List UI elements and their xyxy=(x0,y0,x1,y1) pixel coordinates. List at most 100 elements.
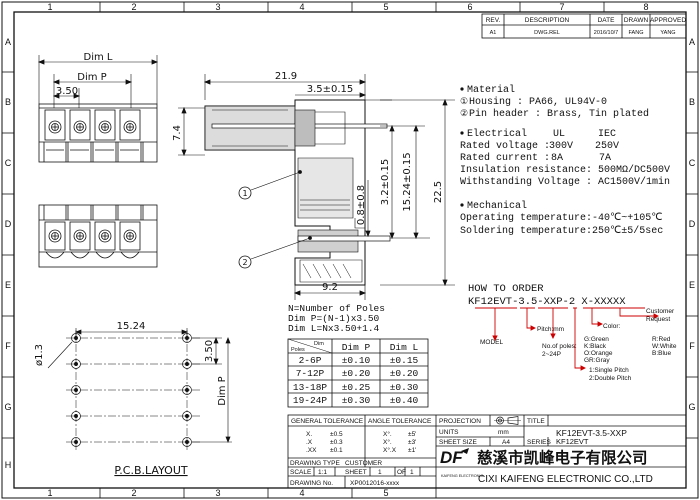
customer-label: Customer xyxy=(646,308,675,315)
general-tolerance-label: GENERAL TOLERANCE xyxy=(291,418,364,425)
pcb-width: 15.24 xyxy=(117,321,146,332)
column-labels-top: 1 2 3 4 5 6 7 8 xyxy=(47,2,648,12)
operating-temp: Operating temperature:-40℃~+105℃ xyxy=(460,212,663,224)
model-label: MODEL xyxy=(480,339,504,346)
logo-subtitle: KAIFENG ELECTRONIC xyxy=(441,474,483,478)
rev-header: DESCRIPTION xyxy=(525,17,570,24)
row-label: C xyxy=(5,158,12,168)
col-label: 6 xyxy=(467,2,472,12)
tol-key: X. xyxy=(306,431,312,438)
angle-key: X°.X xyxy=(383,446,397,454)
of-value: 1 xyxy=(410,469,414,476)
front-view-labels: Dim L Dim P 3.50 xyxy=(56,52,113,97)
drawing-no-label: DRAWING No. xyxy=(290,480,333,487)
pitch-label: 3.50 xyxy=(56,86,78,97)
pcb-hole-icon xyxy=(71,333,81,343)
projection-symbol-icon xyxy=(494,416,521,425)
customer-label: CUSTOMER xyxy=(345,460,382,467)
title-label: TITLE xyxy=(527,418,545,425)
col-label: 2 xyxy=(131,488,136,498)
rev-header: APPROVED xyxy=(650,17,686,24)
company-logo: DF KAIFENG ELECTRONIC xyxy=(440,448,483,478)
table-cell: 19-24P xyxy=(293,395,328,406)
units-label: UNITS xyxy=(439,429,459,436)
formula-line: Dim P=(N-1)x3.50 xyxy=(288,313,380,324)
color-option: B:Blue xyxy=(652,350,672,357)
row-label: E xyxy=(689,280,695,290)
pcb-hole-dia: ø1.3 xyxy=(34,344,45,366)
row-label: A xyxy=(5,37,11,47)
rev-header: REV. xyxy=(486,17,501,24)
angle-key: X°. xyxy=(383,438,392,446)
color-title: Color: xyxy=(603,323,621,330)
sheet-label: SHEET xyxy=(345,469,367,476)
poles-range: 2~24P xyxy=(542,351,561,358)
angle-value: ±3' xyxy=(408,439,416,446)
housing-spec: Housing : PA66, UL94V-0 xyxy=(469,96,607,108)
table-corner-top: Dim xyxy=(314,341,324,347)
pcb-hole-icon xyxy=(182,411,192,421)
pcb-hole-icon xyxy=(182,333,192,343)
col-label: 3 xyxy=(215,488,220,498)
table-header: Dim P xyxy=(342,342,371,353)
table-cell: ±0.30 xyxy=(390,382,419,393)
pitch-unit-label: Pitch:mm xyxy=(537,326,564,333)
angle-tolerance-label: ANGLE TOLERANCE xyxy=(368,418,432,425)
title-value: KF12EVT-3.5-XXP xyxy=(556,428,627,438)
dim-3-2: 3.2±0.15 xyxy=(380,159,391,206)
table-corner-bottom: Poles xyxy=(291,347,305,353)
dim-3-5: 3.5±0.15 xyxy=(307,84,354,95)
row-label: B xyxy=(689,97,695,107)
dim-l-label: Dim L xyxy=(84,52,113,63)
row-label: G xyxy=(688,402,695,412)
rated-current-ul: 8A xyxy=(551,153,563,164)
row-label: D xyxy=(5,219,12,229)
callout-2: 2 xyxy=(242,258,247,267)
specifications: Material ① Housing : PA66, UL94V-0 ② Pin… xyxy=(460,84,670,237)
dim-15-24: 15.24±0.15 xyxy=(402,152,413,211)
row-labels-left: A B C D E F G H xyxy=(4,37,11,470)
color-option: GR:Gray xyxy=(584,357,610,364)
pcb-labels: 15.24 ø1.3 3.50 Dim P P.C.B.LAYOUT xyxy=(34,321,228,477)
screw-clamp-icon xyxy=(94,221,116,259)
units-value: mm xyxy=(498,429,509,436)
rev-header: DRAWN xyxy=(624,17,649,24)
angle-value: ±5' xyxy=(408,431,416,438)
rated-voltage-label: Rated voltage : xyxy=(460,140,550,152)
row-label: H xyxy=(5,460,12,470)
tol-key: .X xyxy=(306,439,313,446)
table-cell: 2-6P xyxy=(299,355,322,366)
series-value: KF12EVT xyxy=(556,437,589,446)
rev-value: A1 xyxy=(490,30,497,36)
table-header: Dim L xyxy=(390,342,419,353)
color-option: R:Red xyxy=(652,336,671,343)
row-label: B xyxy=(5,97,11,107)
dim-7-4: 7.4 xyxy=(172,125,183,141)
pitch-type-2: 2:Double Pitch xyxy=(589,375,632,382)
col-label: 5 xyxy=(383,488,388,498)
table-cell: 13-18P xyxy=(293,382,328,393)
screw-clamp-icon xyxy=(119,221,141,259)
table-cell: ±0.25 xyxy=(342,382,371,393)
pcb-hole-icon xyxy=(71,385,81,395)
color-option: G:Green xyxy=(584,336,609,343)
tol-key: .XX xyxy=(306,447,317,454)
drawing-type-label: DRAWING TYPE xyxy=(290,460,341,467)
dim-9-2: 9.2 xyxy=(322,282,338,293)
rev-value: FANG xyxy=(629,30,644,36)
screw-clamp-icon xyxy=(44,221,66,259)
table-cell: ±0.15 xyxy=(390,355,419,366)
tol-value: ±0.1 xyxy=(330,447,343,454)
tol-value: ±0.3 xyxy=(330,439,343,446)
how-to-order: HOW TO ORDER KF12EVT-3.5-XXP-2 X-XXXXX C… xyxy=(468,283,677,382)
callout-1: 1 xyxy=(242,189,247,198)
table-cell: ±0.20 xyxy=(390,368,419,379)
sheet-size-label: SHEET SIZE xyxy=(439,439,477,446)
pcb-hole-icon xyxy=(182,385,192,395)
screw-clamp-icon xyxy=(69,109,91,141)
formula-line: N=Number of Poles xyxy=(288,303,385,314)
color-option: W:White xyxy=(652,343,677,350)
table-cell: ±0.20 xyxy=(342,368,371,379)
